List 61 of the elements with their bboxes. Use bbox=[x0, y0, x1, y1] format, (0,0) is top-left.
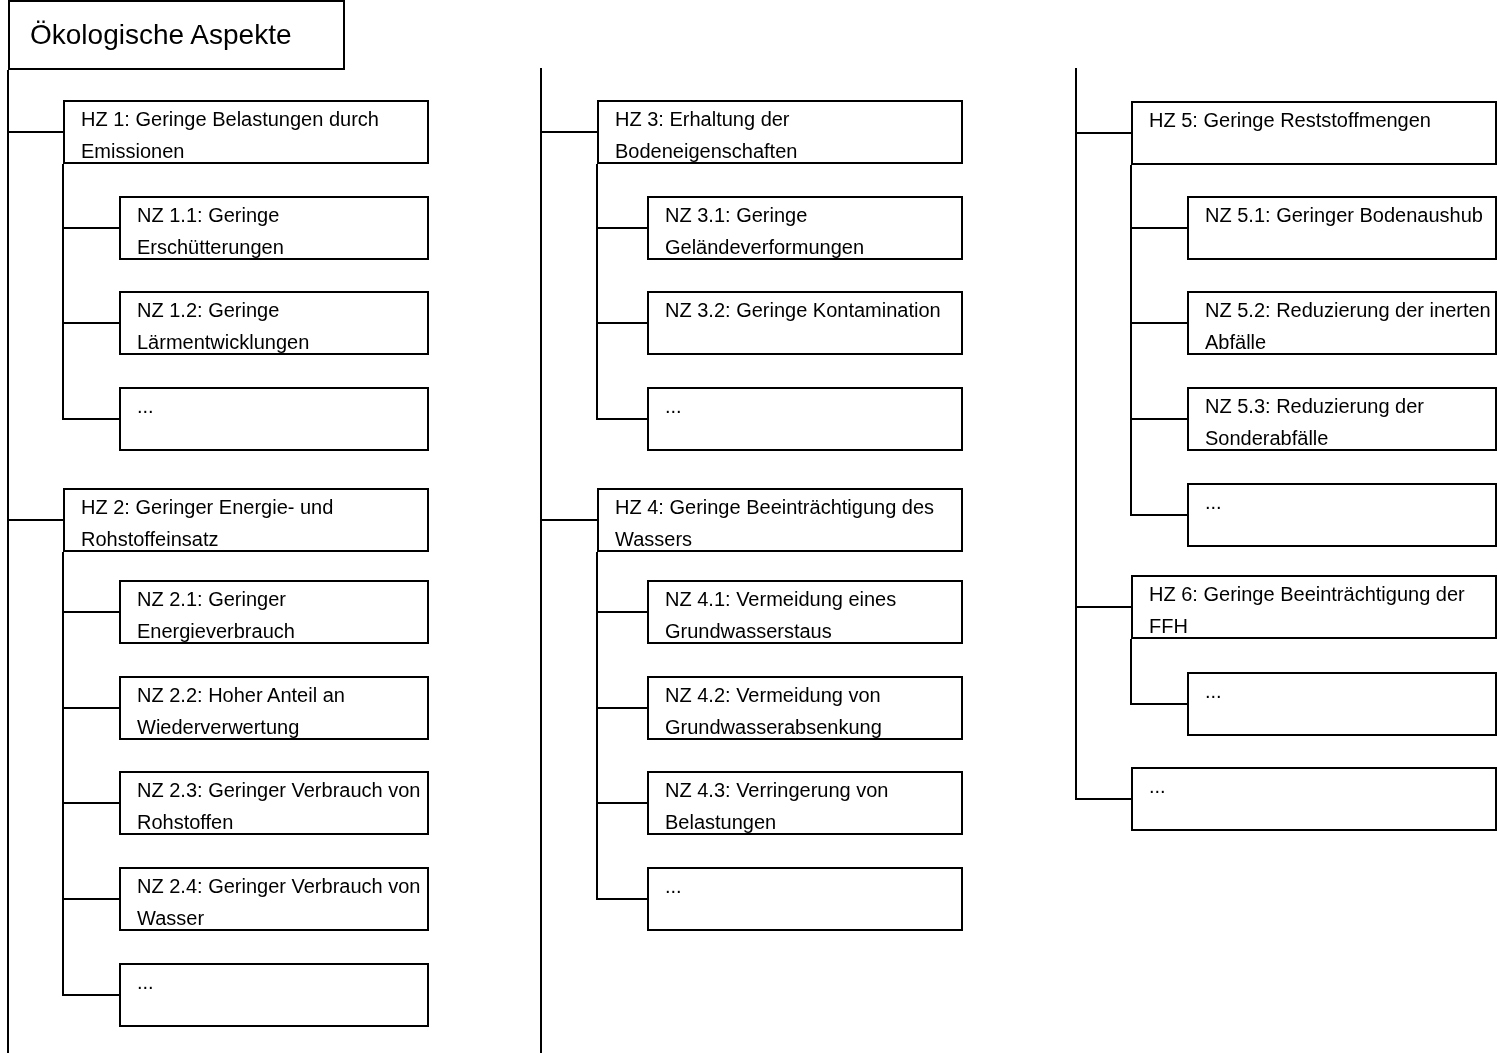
connector-line bbox=[1075, 67, 1132, 800]
goal-box bbox=[1187, 672, 1497, 736]
goal-box bbox=[1187, 387, 1497, 451]
connector-line bbox=[596, 163, 648, 420]
goal-text: NZ 2.2: Hoher Anteil an Wiederverwertung bbox=[137, 683, 346, 740]
goal-text: NZ 5.3: Reduzierung der Sonderabfälle bbox=[1205, 394, 1425, 451]
goal-box bbox=[1187, 196, 1497, 260]
goal-box bbox=[119, 771, 429, 835]
goal-text: NZ 2.3: Geringer Verbrauch von Rohstoffen bbox=[137, 778, 422, 835]
goal-text: NZ 4.3: Verringerung von Belastungen bbox=[665, 778, 890, 835]
connector-line bbox=[540, 67, 598, 521]
goal-box bbox=[119, 580, 429, 644]
goal-text: HZ 5: Geringe Reststoffmengen bbox=[1149, 108, 1432, 133]
goal-box bbox=[597, 488, 963, 552]
goal-box bbox=[1187, 483, 1497, 547]
goal-text: HZ 1: Geringe Belastungen durch Emissionen bbox=[81, 107, 380, 164]
goal-box bbox=[119, 867, 429, 931]
goal-text: NZ 5.2: Reduzierung der inerten Abfälle bbox=[1205, 298, 1491, 355]
goal-text: ... bbox=[1205, 490, 1223, 515]
goal-box bbox=[647, 771, 963, 835]
title-box bbox=[8, 0, 345, 70]
goal-text: NZ 3.1: Geringe Geländeverformungen bbox=[665, 203, 865, 260]
goal-text: ... bbox=[137, 970, 155, 995]
goal-text: NZ 3.2: Geringe Kontamination bbox=[665, 298, 942, 323]
goal-box bbox=[1131, 767, 1497, 831]
goal-box bbox=[119, 963, 429, 1027]
goal-box bbox=[63, 488, 429, 552]
goal-text: NZ 1.2: Geringe Lärmentwicklungen bbox=[137, 298, 311, 355]
goal-text: ... bbox=[1205, 679, 1223, 704]
goal-text: Ökologische Aspekte bbox=[30, 18, 293, 52]
goal-box bbox=[119, 387, 429, 451]
goal-text: HZ 6: Geringe Beeinträchtigung der FFH bbox=[1149, 582, 1466, 639]
goal-box bbox=[647, 676, 963, 740]
goal-text: ... bbox=[1149, 774, 1167, 799]
goal-text: HZ 4: Geringe Beeinträchtigung des Wassers bbox=[615, 495, 936, 552]
goal-text: ... bbox=[137, 394, 155, 419]
goal-text: HZ 3: Erhaltung der Bodeneigenschaften bbox=[615, 107, 799, 164]
goal-box bbox=[647, 387, 963, 451]
goal-box bbox=[119, 196, 429, 260]
goal-text: NZ 4.1: Vermeidung eines Grundwasserstaus bbox=[665, 587, 898, 644]
goal-text: NZ 1.1: Geringe Erschütterungen bbox=[137, 203, 285, 260]
connector-line bbox=[1130, 638, 1188, 705]
goal-box bbox=[119, 676, 429, 740]
goal-box bbox=[597, 100, 963, 164]
goal-text: NZ 4.2: Vermeidung von Grundwasserabsenkung bbox=[665, 683, 883, 740]
goal-text: ... bbox=[665, 874, 683, 899]
goal-box bbox=[1187, 291, 1497, 355]
goal-text: HZ 2: Geringer Energie- und Rohstoffeinsatz bbox=[81, 495, 335, 552]
goal-box bbox=[647, 580, 963, 644]
goal-box bbox=[647, 196, 963, 260]
goal-box bbox=[647, 291, 963, 355]
goal-text: NZ 5.1: Geringer Bodenaushub bbox=[1205, 203, 1484, 228]
goal-box bbox=[647, 867, 963, 931]
goal-text: ... bbox=[665, 394, 683, 419]
goal-box bbox=[119, 291, 429, 355]
goal-box bbox=[63, 100, 429, 164]
goal-box bbox=[1131, 101, 1497, 165]
goal-text: NZ 2.4: Geringer Verbrauch von Wasser bbox=[137, 874, 422, 931]
goal-text: NZ 2.1: Geringer Energieverbrauch bbox=[137, 587, 296, 644]
connector-line bbox=[62, 163, 120, 420]
goal-box bbox=[1131, 575, 1497, 639]
